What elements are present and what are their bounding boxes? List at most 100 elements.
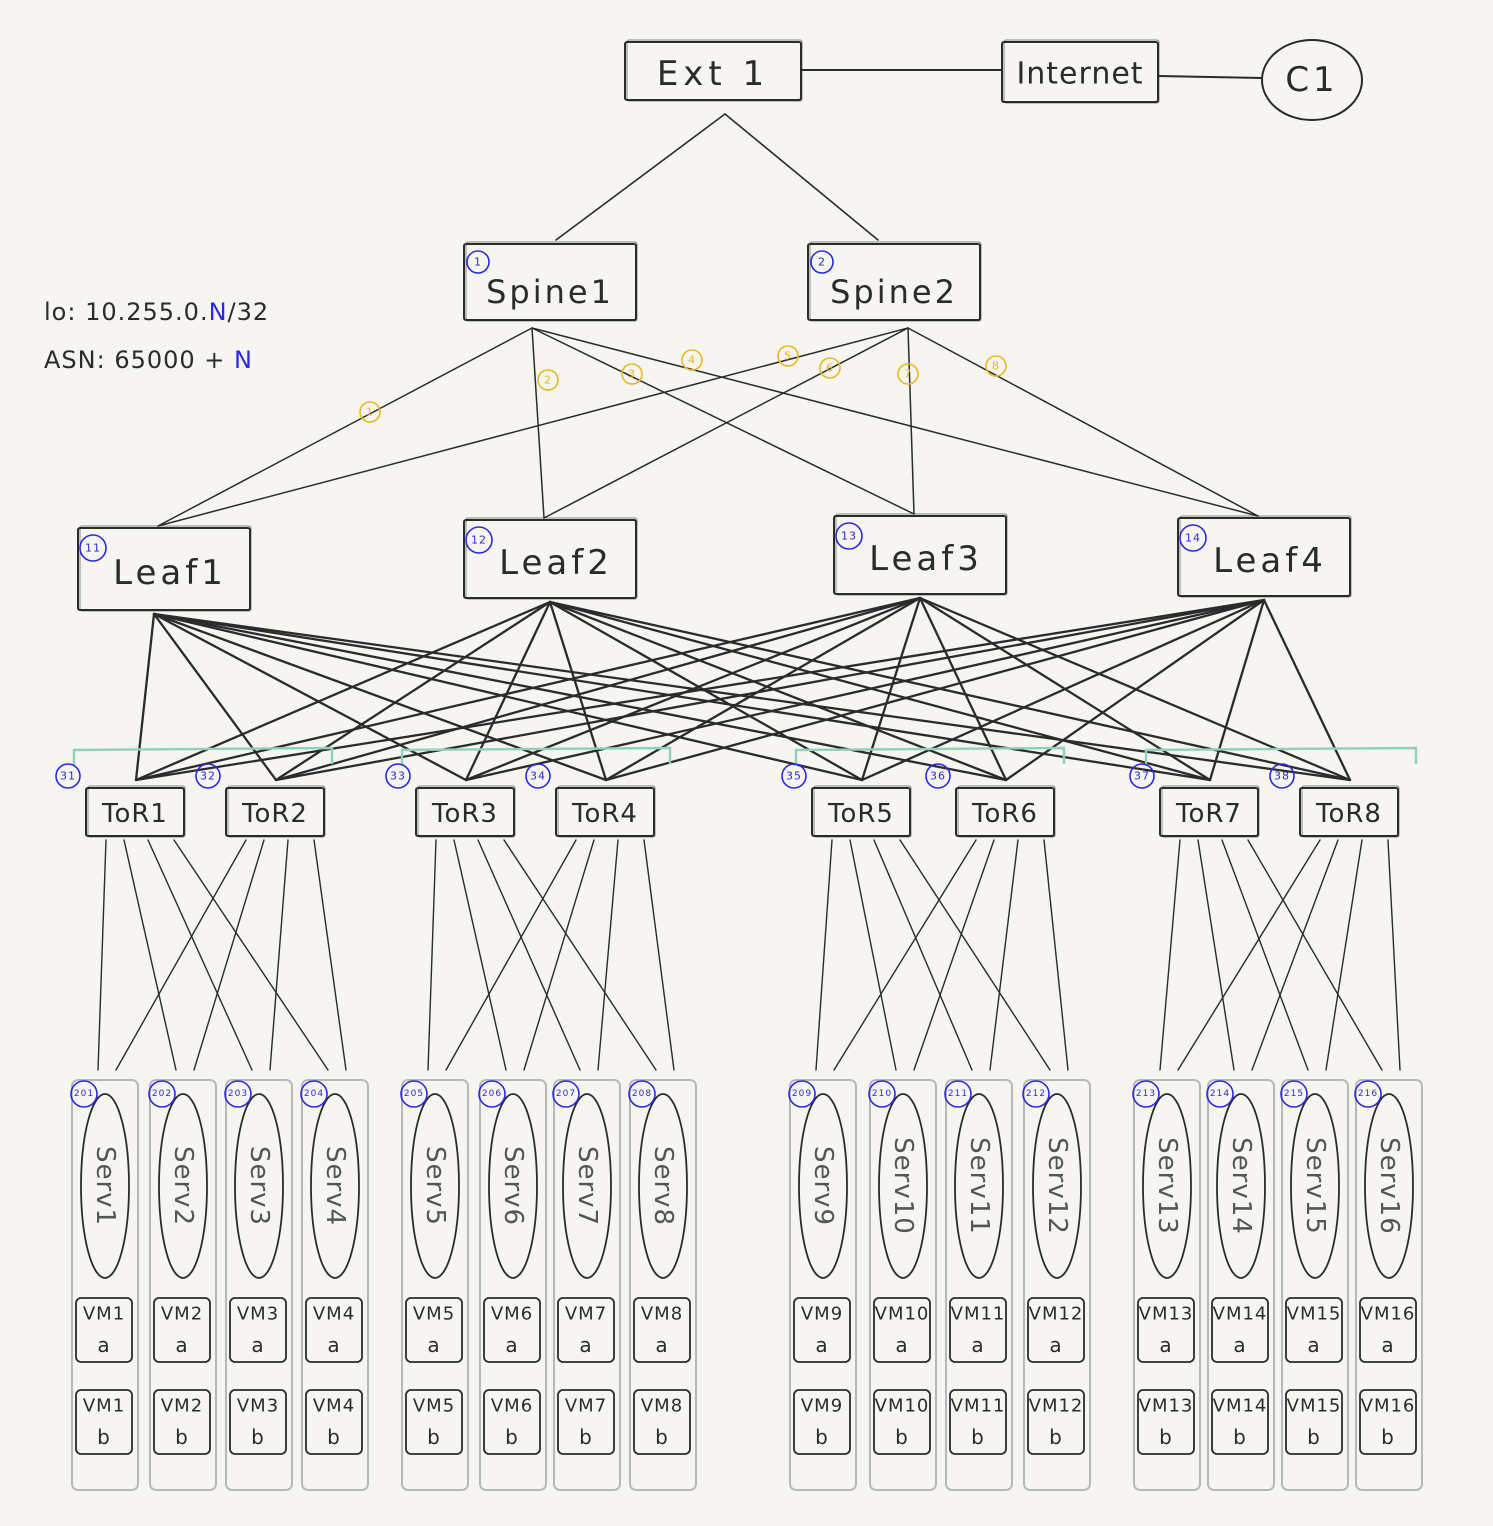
leaf3-number-text: 13 [841, 530, 857, 543]
vm10a-suffix: a [895, 1333, 908, 1357]
vm6b-suffix: b [505, 1425, 519, 1449]
vm15a-suffix: a [1307, 1333, 1320, 1357]
link-ext-spine1 [555, 113, 726, 241]
vm7b-name: VM7 [565, 1396, 607, 1417]
tor6-number-text: 36 [930, 770, 946, 783]
leaf4-number-text: 14 [1185, 532, 1201, 545]
asn-note: ASN: 65000 + N [44, 346, 253, 374]
link-leaf4-tor6 [1004, 598, 1266, 782]
spine-leaf-link-number-3: 3 [621, 363, 643, 385]
c1-label: C1 [1285, 60, 1338, 100]
link-tor3-serv8 [503, 839, 657, 1071]
link-leaf1-tor7 [152, 612, 1212, 782]
ext1-label: Ext 1 [657, 54, 769, 94]
server13-node: Serv13 [1142, 1093, 1192, 1279]
tor2-number: 32 [195, 763, 221, 789]
server15-number-text: 215 [1284, 1089, 1304, 1099]
server3-number-text: 203 [228, 1089, 248, 1099]
link-leaf4-tor1 [134, 598, 1266, 782]
vm13b-suffix: b [1159, 1425, 1173, 1449]
vm13a-name: VM13 [1139, 1304, 1194, 1325]
vm5a-name: VM5 [413, 1304, 455, 1325]
tor6-number: 36 [925, 763, 951, 789]
vm13a-suffix: a [1159, 1333, 1172, 1357]
vm11a-name: VM11 [951, 1304, 1006, 1325]
leaf2-number-text: 12 [471, 534, 487, 547]
spine1-number: 1 [466, 250, 490, 274]
server10-number: 210 [868, 1080, 896, 1108]
server4-node: Serv4 [310, 1093, 360, 1279]
leaf3-label: Leaf3 [869, 539, 983, 579]
vm12a-name: VM12 [1029, 1304, 1084, 1325]
leaf4-label: Leaf4 [1213, 541, 1327, 581]
vm11a-suffix: a [971, 1333, 984, 1357]
spine2-label: Spine2 [830, 273, 958, 311]
vm16a-suffix: a [1381, 1333, 1394, 1357]
vm6b-name: VM6 [491, 1396, 533, 1417]
link-internet-c1 [1157, 75, 1263, 79]
link-tor6-serv11 [989, 839, 1019, 1071]
link-leaf1-tor8 [152, 612, 1352, 782]
vm3a-name: VM3 [237, 1304, 279, 1325]
vm15a-name: VM15 [1287, 1304, 1342, 1325]
tor3-node [415, 785, 516, 838]
server11-label: Serv11 [964, 1137, 994, 1235]
link-tor7-serv14 [1197, 839, 1235, 1071]
vm8b-name: VM8 [641, 1396, 683, 1417]
link-tor8-serv14 [1251, 839, 1339, 1071]
server10-label: Serv10 [888, 1137, 918, 1235]
link-tor6-serv12 [1043, 839, 1069, 1071]
vm6a-name: VM6 [491, 1304, 533, 1325]
link-tor3-serv5 [427, 839, 437, 1071]
vm3b-suffix: b [251, 1425, 265, 1449]
link-tor4-serv8 [643, 839, 675, 1071]
leaf1-number: 11 [79, 534, 107, 562]
spine-leaf-link-number-8: 8 [985, 355, 1007, 377]
vm9a-suffix: a [815, 1333, 828, 1357]
vm4b-suffix: b [327, 1425, 341, 1449]
server16-number-text: 216 [1358, 1089, 1378, 1099]
link-tor4-serv5 [445, 839, 577, 1071]
vm11b-name: VM11 [951, 1396, 1006, 1417]
leaf1-label: Leaf1 [113, 553, 227, 593]
internet-node [1001, 39, 1160, 104]
vm5b-name: VM5 [413, 1396, 455, 1417]
link-tor5-serv9 [815, 839, 833, 1071]
spine2-number: 2 [810, 250, 834, 274]
vm13b-name: VM13 [1139, 1396, 1194, 1417]
vm4a-suffix: a [327, 1333, 340, 1357]
tor5-number: 35 [781, 763, 807, 789]
link-tor1-serv2 [123, 839, 177, 1071]
server6-label: Serv6 [498, 1146, 528, 1226]
vm14b-suffix: b [1233, 1425, 1247, 1449]
tor3-label: ToR3 [431, 799, 498, 829]
tor7-node [1159, 785, 1260, 838]
vm7b-suffix: b [579, 1425, 593, 1449]
link-leaf2-tor7 [548, 600, 1212, 782]
leaf4-number: 14 [1179, 524, 1207, 552]
server3-node: Serv3 [234, 1093, 284, 1279]
spine-leaf-link-number-4: 4 [681, 349, 703, 371]
server5-node: Serv5 [410, 1093, 460, 1279]
vm10a-node: VM10 a [873, 1297, 931, 1363]
vm2a-suffix: a [175, 1333, 188, 1357]
vm10a-name: VM10 [875, 1304, 930, 1325]
spine-leaf-link-number-8-text: 8 [992, 360, 1000, 373]
leaf2-number: 12 [465, 526, 493, 554]
link-tor6-serv10 [913, 839, 995, 1071]
spine-leaf-link-number-1: 1 [359, 401, 381, 423]
link-tor1-serv1 [97, 839, 107, 1071]
server14-number: 214 [1206, 1080, 1234, 1108]
server16-node: Serv16 [1364, 1093, 1414, 1279]
server12-number: 212 [1022, 1080, 1050, 1108]
server9-number: 209 [788, 1080, 816, 1108]
